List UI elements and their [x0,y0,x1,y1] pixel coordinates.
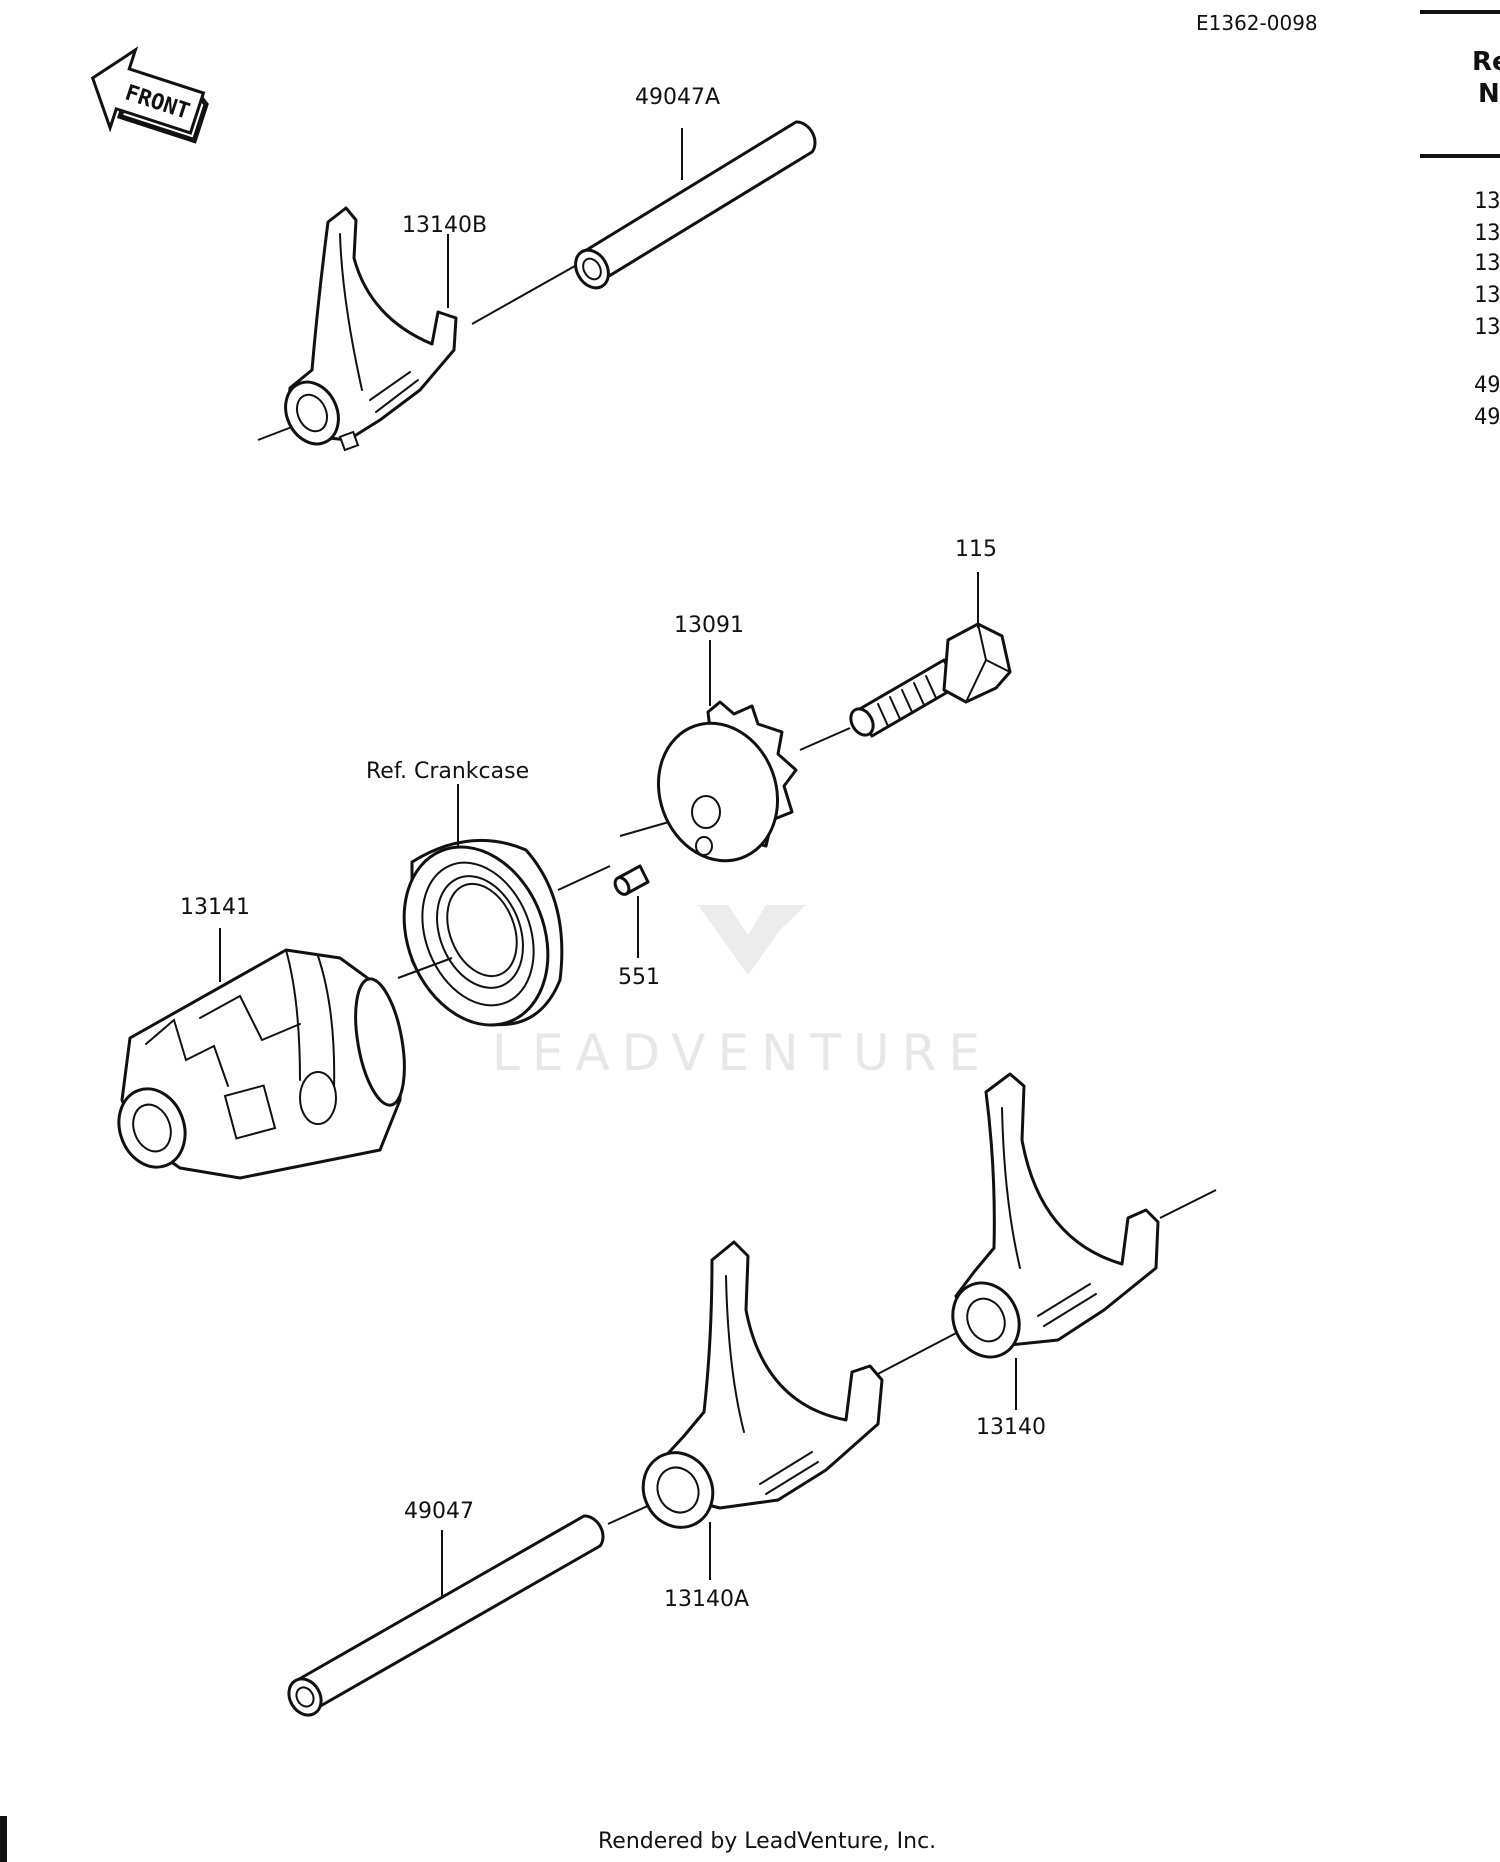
table-entry: 13 [1474,221,1500,246]
table-entry: 13 [1474,251,1500,276]
label-fork-right: 13140 [976,1415,1046,1440]
label-crankcase-ref: Ref. Crankcase [366,759,529,784]
bolt [849,622,1012,738]
table-entry: 49 [1474,373,1500,398]
reference-table: Re N 13 13 13 13 13 49 49 [1420,10,1500,430]
edge-mark [0,1816,7,1862]
shift-drum [117,948,406,1180]
shift-fork-right [951,1072,1160,1359]
label-pin: 551 [618,965,660,990]
diagram-code: E1362-0098 [1196,11,1318,35]
label-fork-lower: 13140A [664,1587,749,1612]
label-fork-upper: 13140B [402,213,487,238]
shift-drum-cam [656,700,798,863]
watermark: LEADVENTURE [492,905,992,1082]
table-header-no: N [1478,79,1500,109]
shift-fork-lower [641,1240,884,1529]
label-drum: 13141 [180,895,250,920]
bearing [402,838,564,1027]
table-entry: 13 [1474,315,1500,340]
label-shaft-upper: 49047A [635,85,720,110]
front-arrow-icon: FRONT [90,46,209,144]
watermark-text: LEADVENTURE [492,1024,992,1082]
footer-credit: Rendered by LeadVenture, Inc. [598,1829,936,1854]
dowel-pin [613,864,650,896]
label-cam: 13091 [674,613,744,638]
label-bolt: 115 [955,537,997,562]
table-header-ref: Re [1472,47,1500,77]
shift-fork-upper [284,206,458,452]
table-entry: 49 [1474,405,1500,430]
table-entry: 13 [1474,189,1500,214]
shift-shaft-upper [574,120,817,290]
table-entry: 13 [1474,283,1500,308]
shift-shaft-lower [287,1514,605,1717]
label-shaft-lower: 49047 [404,1499,474,1524]
